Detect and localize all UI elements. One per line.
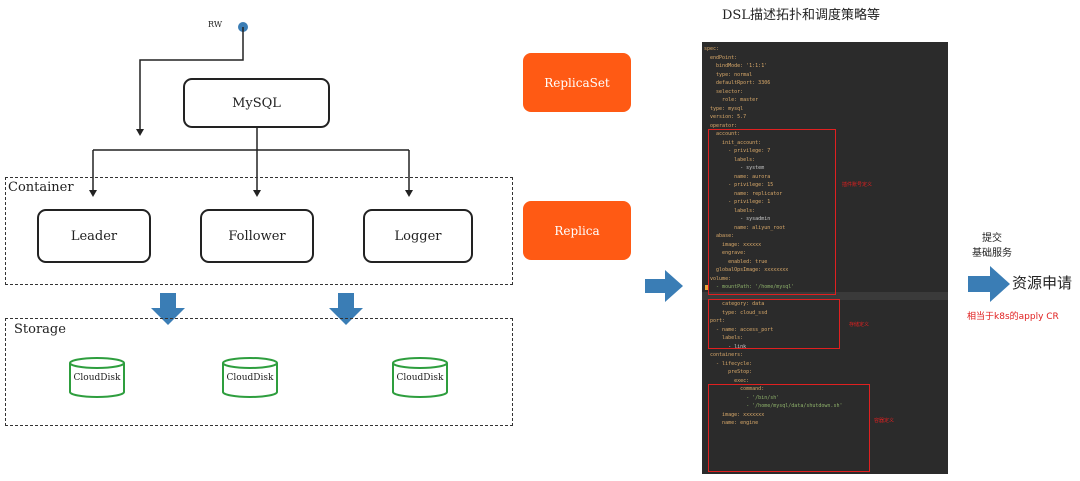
code-line: - sysadmin [704,216,771,222]
current-line-highlight [702,292,948,300]
code-line: - mountPath: '/home/mysql' [704,284,795,290]
code-line: image: xxxxxxx [704,411,765,418]
code-line: - '/bin/sh' [704,394,780,401]
leader-node: Leader [37,209,151,263]
volume-note: 存储定义 [849,322,870,328]
cylinder-icon [392,357,448,398]
code-line: init_account: [704,139,762,146]
cylinder-icon [69,357,125,398]
dsl-title: DSL描述拓扑和调度策略等 [722,8,880,23]
resource-apply-label: 资源申请 [1012,274,1073,292]
cylinder-icon [222,357,278,398]
code-line: type: cloud_ssd [704,309,768,316]
code-line: globalOpsImage: xxxxxxxx [704,267,789,273]
code-line: name: aliyun_root [704,224,786,231]
code-line: - link [704,343,747,350]
code-line: - privilege: 15 [704,182,774,188]
submit-line-2: 基础服务 [972,248,1012,259]
code-line: account: [704,131,741,137]
code-line: defaultRport: 3306 [704,80,771,86]
containers-note: 容器定义 [874,418,895,424]
cloud-disk-label: CloudDisk [226,373,274,383]
replica-badge: Replica [523,201,631,260]
code-line: - '/home/mysql/data/shutdown.sh' [704,403,843,409]
code-line: containers: [704,352,744,358]
submit-line-1: 提交 [982,233,1002,244]
operator-highlight [708,129,836,295]
code-line: type: normal [704,71,753,78]
code-line: abase: [704,233,735,239]
logger-node: Logger [363,209,473,263]
code-line: image: xxxxxx [704,241,762,248]
code-line: version: 5.7 [704,114,747,120]
submit-arrow-icon [968,266,1010,302]
code-line: role: master [704,97,759,103]
code-line: engrave: [704,250,747,256]
code-line: - lifecycle: [704,360,753,367]
storage-group [5,318,513,426]
container-group [5,177,513,285]
follower-node: Follower [200,209,314,263]
container-label: Container [8,180,74,195]
code-line: name: aurora [704,173,771,180]
code-line: operator: [704,122,738,129]
code-line: name: engine [704,420,759,426]
code-line: bindMode: '1:1:1' [704,63,768,69]
storage-label: Storage [14,322,66,337]
cloud-disk-1: CloudDisk [68,356,126,400]
code-line: - privilege: 1 [704,199,771,205]
rw-label: RW [208,20,223,29]
code-line: exec: [704,377,750,384]
submit-label: 提交 基础服务 [962,229,1022,259]
cloud-disk-label: CloudDisk [396,373,444,383]
code-line: category: data [704,301,765,307]
apply-note: 相当于k8s的apply CR [967,312,1059,322]
code-line: enabled: true [704,258,768,265]
code-line: preStop: [704,369,753,375]
code-line: labels: [704,335,744,341]
code-line: labels: [704,156,756,163]
code-line: command: [704,386,765,392]
mysql-node: MySQL [183,78,330,128]
replicaset-badge: ReplicaSet [523,53,631,112]
cloud-disk-label: CloudDisk [73,373,121,383]
code-line: name: replicator [704,190,783,197]
code-line: labels: [704,207,756,214]
code-line: - name: access_port [704,326,774,333]
code-line: type: mysql [704,105,744,112]
diagram-connectors [89,22,413,325]
cloud-disk-3: CloudDisk [391,356,449,400]
code-line: port: [704,318,726,324]
code-line: volume: [704,275,732,282]
right-arrow-icon [645,270,683,302]
code-line: spec: [704,46,720,52]
code-line: - system [704,165,765,171]
cloud-disk-2: CloudDisk [221,356,279,400]
operator-note: 插件账号定义 [842,182,873,188]
code-line: endPoint: [704,54,738,61]
containers-highlight [708,384,870,472]
breakpoint-marker [705,285,709,290]
code-line: selector: [704,88,744,95]
code-line: - privilege: 7 [704,148,771,154]
volume-highlight [708,299,840,349]
dsl-code-panel: spec: endPoint: bindMode: '1:1:1' type: … [702,42,948,474]
